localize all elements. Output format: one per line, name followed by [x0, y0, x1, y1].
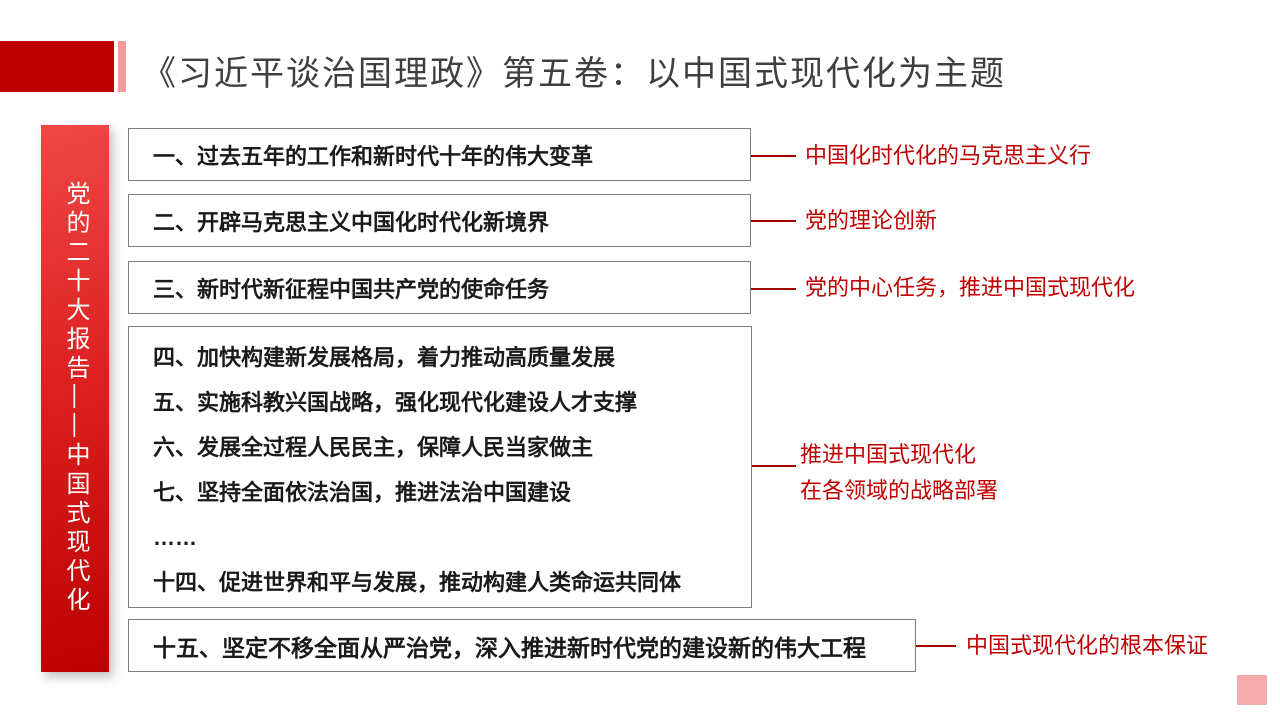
- page-title: 《习近平谈治国理政》第五卷：以中国式现代化为主题: [142, 55, 1006, 93]
- outline-item-7: 七、坚持全面依法治国，推进法治中国建设: [153, 480, 572, 505]
- connector-line-1: [751, 155, 796, 157]
- outline-box-group: 四、加快构建新发展格局，着力推动高质量发展 五、实施科教兴国战略，强化现代化建设…: [128, 326, 752, 608]
- outline-box-15-label: 十五、坚定不移全面从严治党，深入推进新时代党的建设新的伟大工程: [153, 634, 866, 661]
- connector-line-5: [916, 645, 956, 647]
- annotation-4: 推进中国式现代化 在各领域的战略部署: [800, 437, 998, 509]
- outline-box-2-label: 二、开辟马克思主义中国化时代化新境界: [153, 209, 550, 235]
- outline-box-3-label: 三、新时代新征程中国共产党的使命任务: [153, 276, 550, 302]
- outline-box-1: 一、过去五年的工作和新时代十年的伟大变革: [128, 128, 751, 181]
- outline-item-ellipsis: ……: [153, 525, 197, 550]
- outline-box-2: 二、开辟马克思主义中国化时代化新境界: [128, 194, 751, 247]
- annotation-3: 党的中心任务，推进中国式现代化: [805, 275, 1136, 300]
- side-banner-text: 党的二十大报告——中国式现代化: [62, 181, 89, 616]
- outline-box-1-label: 一、过去五年的工作和新时代十年的伟大变革: [153, 143, 594, 169]
- outline-box-3: 三、新时代新征程中国共产党的使命任务: [128, 261, 751, 314]
- connector-line-3: [751, 288, 796, 290]
- outline-item-14: 十四、促进世界和平与发展，推动构建人类命运共同体: [153, 570, 682, 595]
- outline-item-4: 四、加快构建新发展格局，着力推动高质量发展: [153, 345, 616, 370]
- connector-line-2: [751, 220, 796, 222]
- annotation-4-line2: 在各领域的战略部署: [800, 478, 999, 503]
- side-banner: 党的二十大报告——中国式现代化: [41, 125, 109, 672]
- annotation-2: 党的理论创新: [805, 208, 938, 233]
- annotation-4-line1: 推进中国式现代化: [800, 442, 977, 467]
- title-accent-block: [0, 41, 114, 92]
- outline-item-5: 五、实施科教兴国战略，强化现代化建设人才支撑: [153, 390, 638, 415]
- corner-decoration: [1237, 675, 1267, 705]
- outline-box-15: 十五、坚定不移全面从严治党，深入推进新时代党的建设新的伟大工程: [128, 619, 916, 672]
- annotation-1: 中国化时代化的马克思主义行: [805, 143, 1092, 168]
- annotation-5: 中国式现代化的根本保证: [966, 633, 1209, 658]
- connector-line-4: [752, 465, 796, 467]
- title-accent-bar: [118, 41, 126, 92]
- outline-item-6: 六、发展全过程人民民主，保障人民当家做主: [153, 435, 594, 460]
